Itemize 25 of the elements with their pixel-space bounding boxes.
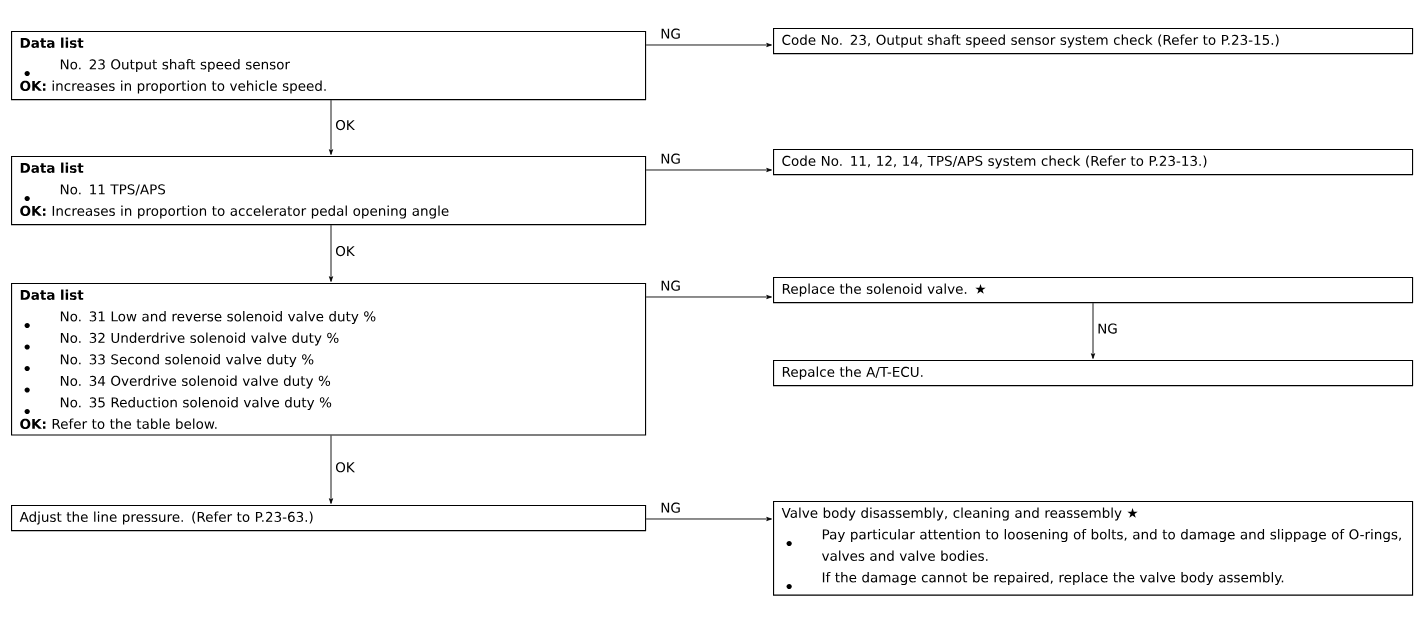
step-box: Repalce the A/T-ECU. (773, 360, 1414, 387)
arrow (329, 99, 333, 155)
arrow (329, 435, 333, 504)
step-box: Code No. 11, 12, 14, TPS/APS system check (Refer to P.23-13.) (773, 149, 1414, 176)
edge-label: NG (1098, 323, 1117, 334)
arrow (329, 224, 333, 282)
arrow (645, 517, 772, 521)
edge-label: OK (336, 462, 355, 473)
arrow (1091, 302, 1095, 359)
arrow (645, 295, 772, 299)
edge-label: OK (336, 246, 355, 257)
arrow (645, 43, 772, 47)
edge-label: OK (336, 120, 355, 131)
edge-label: NG (661, 153, 680, 164)
step-box: Data list No. 23 Output shaft speed sensor OK: increases in proportion to vehicle speed. (11, 31, 647, 101)
step-box: Data list No. 11 TPS/APS OK: Increases in proportion to accelerator pedal opening angle (11, 156, 647, 226)
step-box: Code No. 23, Output shaft speed sensor system check (Refer to P.23-15.) (773, 28, 1414, 55)
arrow (645, 168, 772, 172)
step-box: Replace the solenoid valve. ★ (773, 277, 1414, 304)
step-box: Adjust the line pressure. (Refer to P.23-63.) (11, 505, 647, 532)
step-box: Data list No. 31 Low and reverse solenoid valve duty % No. 32 Underdrive solenoid valve duty % No. 33 Second solenoid valve duty % No. 34 Overdrive solenoid valve duty % No. 35 Reduction solenoid valve duty % OK: Refer to the table below. (11, 283, 647, 436)
step-box: Valve body disassembly, cleaning and reassembly ★ Pay particular attention to loosening of bolts, and to damage and slippage of O-rings, valves and valve bodies. If the damage cannot be repaired, replace the valve body assembly. (773, 501, 1414, 596)
edge-label: NG (661, 28, 680, 39)
edge-label: NG (661, 280, 680, 291)
edge-label: NG (661, 502, 680, 513)
